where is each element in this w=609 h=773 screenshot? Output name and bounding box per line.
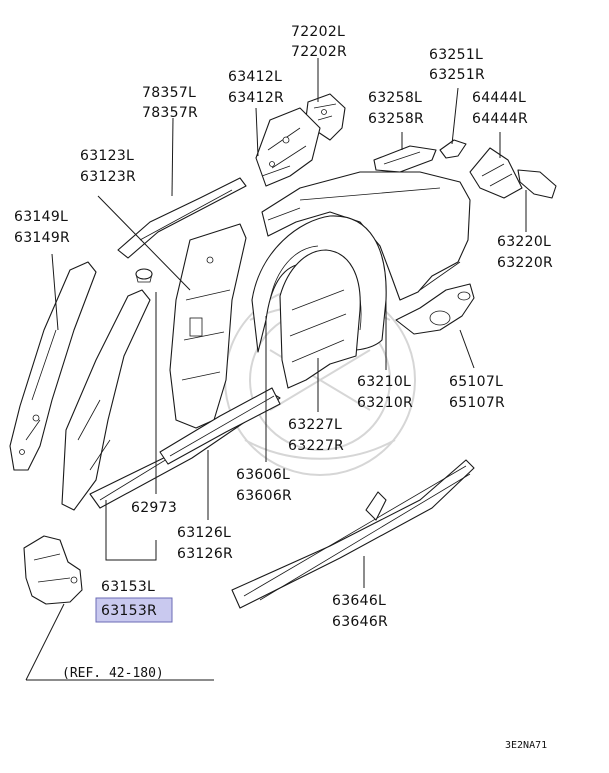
label-63227r: 63227R — [288, 438, 344, 454]
part-64444-bracket[interactable] — [469, 147, 557, 199]
label-63646l: 63646L — [332, 593, 386, 609]
label-63606l: 63606L — [236, 467, 290, 483]
diagram-code: 3E2NA71 — [505, 740, 547, 751]
label-63646r: 63646R — [332, 614, 388, 630]
part-63149-front-pillar[interactable] — [9, 261, 97, 471]
part-63220-quarter-panel[interactable] — [261, 171, 471, 301]
label-65107l: 65107L — [449, 374, 503, 390]
label-63220l: 63220L — [497, 234, 551, 250]
label-72202l: 72202L — [291, 24, 345, 40]
part-ref-42-180-guard[interactable] — [23, 535, 83, 605]
label-63412r: 63412R — [228, 90, 284, 106]
label-63258l: 63258L — [368, 90, 422, 106]
label-63220r: 63220R — [497, 255, 553, 271]
label-63227l: 63227L — [288, 417, 342, 433]
part-65107-fuel-housing[interactable] — [395, 283, 475, 335]
label-63210r: 63210R — [357, 395, 413, 411]
part-63606-sill-reinforcement[interactable] — [159, 387, 281, 465]
label-62973: 62973 — [131, 500, 177, 516]
part-63227-inner-panel[interactable] — [279, 249, 361, 389]
label-63149l: 63149L — [14, 209, 68, 225]
label-65107r: 65107R — [449, 395, 505, 411]
part-63153-body-side[interactable] — [61, 289, 151, 511]
label-63251r: 63251R — [429, 67, 485, 83]
label-63258r: 63258R — [368, 111, 424, 127]
label-63606r: 63606R — [236, 488, 292, 504]
part-63258-bracket[interactable] — [373, 145, 437, 173]
label-63412l: 63412L — [228, 69, 282, 85]
labels: 72202L 72202R 63251L 63251R 78357L 78357… — [14, 24, 553, 751]
label-63153r: 63153R — [101, 603, 157, 619]
label-63251l: 63251L — [429, 47, 483, 63]
label-64444l: 64444L — [472, 90, 526, 106]
part-78357-roof-rail[interactable] — [117, 177, 247, 259]
label-63126l: 63126L — [177, 525, 231, 541]
label-reference: (REF. 42-180) — [62, 666, 164, 681]
part-63646-outer-sill[interactable] — [231, 459, 475, 609]
label-63123r: 63123R — [80, 169, 136, 185]
label-63153r-highlight — [95, 597, 173, 623]
label-78357l: 78357L — [142, 85, 196, 101]
label-63153l: 63153L — [101, 579, 155, 595]
part-62973-plug[interactable] — [135, 268, 153, 283]
label-78357r: 78357R — [142, 105, 198, 121]
leader-lines — [25, 58, 527, 681]
label-63126r: 63126R — [177, 546, 233, 562]
label-63149r: 63149R — [14, 230, 70, 246]
part-63412-reinforcement[interactable] — [255, 107, 321, 187]
label-63123l: 63123L — [80, 148, 134, 164]
label-63210l: 63210L — [357, 374, 411, 390]
part-63123-center-pillar[interactable] — [169, 223, 247, 429]
part-63251-gusset[interactable] — [439, 139, 467, 159]
label-64444r: 64444R — [472, 111, 528, 127]
label-72202r: 72202R — [291, 44, 347, 60]
